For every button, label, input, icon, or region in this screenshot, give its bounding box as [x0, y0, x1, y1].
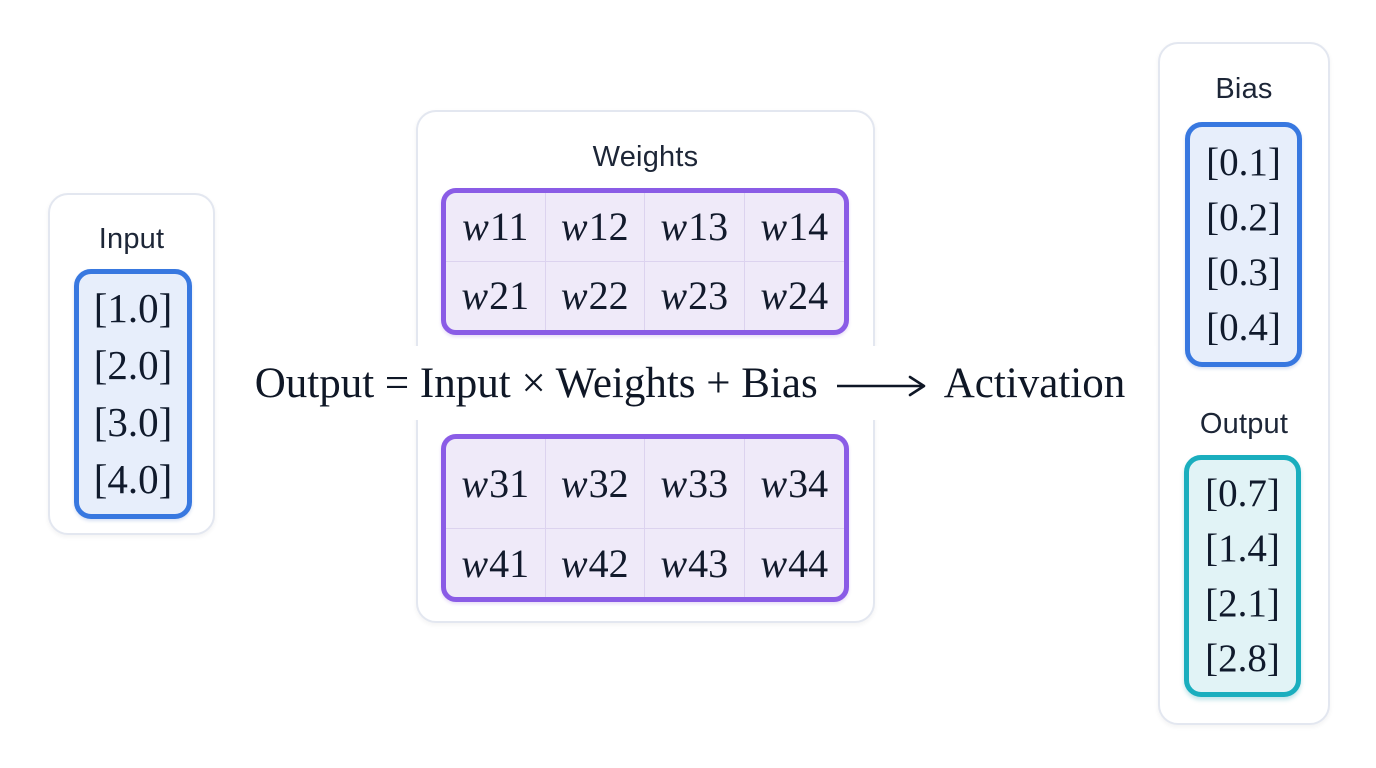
input-value-4: [4.0]	[93, 456, 173, 502]
bias-vector: [0.1] [0.2] [0.3] [0.4]	[1185, 122, 1302, 367]
bias-value-3: [0.3]	[1206, 250, 1281, 294]
bias-value-2: [0.2]	[1206, 195, 1281, 239]
output-title: Output	[1199, 408, 1289, 440]
bias-value-4: [0.4]	[1206, 305, 1281, 349]
input-value-3: [3.0]	[93, 399, 173, 445]
bias-title: Bias	[1215, 73, 1273, 105]
output-value-1: [0.7]	[1205, 472, 1280, 515]
bias-value-1: [0.1]	[1206, 140, 1281, 184]
input-vector: [1.0] [2.0] [3.0] [4.0]	[74, 269, 192, 519]
bias-output-panel: Bias [0.1] [0.2] [0.3] [0.4] Output [0.7…	[1158, 42, 1330, 725]
input-panel: Input [1.0] [2.0] [3.0] [4.0]	[48, 193, 215, 535]
output-value-4: [2.8]	[1205, 637, 1280, 680]
equation-right: Activation	[943, 359, 1126, 407]
weights-panel-title: Weights	[592, 141, 699, 173]
input-value-1: [1.0]	[93, 285, 173, 331]
output-value-2: [1.4]	[1205, 527, 1280, 570]
output-vector: [0.7] [1.4] [2.1] [2.8]	[1184, 455, 1301, 697]
input-value-2: [2.0]	[93, 342, 173, 388]
equation-left: Output = Input × Weights + Bias	[254, 359, 818, 407]
long-right-arrow-icon	[836, 375, 926, 397]
output-value-3: [2.1]	[1205, 582, 1280, 625]
equation: Output = Input × Weights + Bias Activati…	[224, 346, 1156, 420]
input-panel-title: Input	[98, 223, 165, 255]
